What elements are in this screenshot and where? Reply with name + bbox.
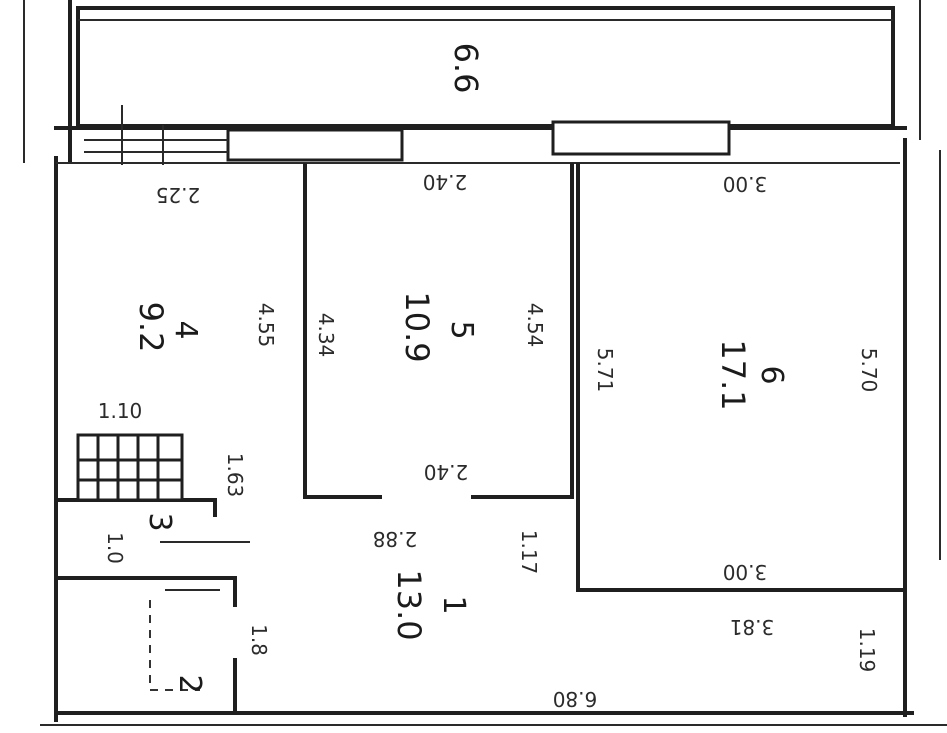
room-area: 17.1 (714, 339, 752, 410)
dimension-label: 5.71 (593, 348, 617, 393)
dimension-label: 2.40 (423, 170, 468, 194)
dimension-label: 3.00 (723, 560, 768, 584)
dimension-label: 1.19 (855, 628, 879, 673)
dimension-label: 1.63 (223, 453, 247, 498)
room-4: 4 9.2 2.25 4.55 1.10 (98, 183, 278, 423)
room-area: 10.9 (398, 291, 436, 362)
wall-room-5-left (303, 163, 382, 499)
room-area: 9.2 (132, 302, 170, 353)
dimension-label: 3.00 (723, 172, 768, 196)
balcony: 6.6 (76, 6, 895, 128)
windows (84, 105, 731, 165)
balcony-area: 6.6 (447, 43, 485, 94)
room-3: 3 1.0 (103, 512, 177, 563)
dimension-label: 1.17 (517, 530, 541, 575)
window-room-6 (551, 120, 731, 156)
dimension-label: 6.80 (553, 687, 598, 711)
room-1: 1 13.0 2.88 1.17 1.63 6.80 1.19 3.81 (223, 453, 879, 711)
dimension-label: 2.88 (373, 527, 418, 551)
wall-room-5-right (471, 163, 574, 499)
wall-room-3-top (54, 498, 217, 517)
room-number: 4 (168, 320, 203, 339)
room-2: 2 1.8 (172, 624, 271, 693)
dimension-label: 2.25 (156, 183, 201, 207)
dimension-label: 3.81 (730, 615, 775, 639)
dimension-label: 4.55 (254, 303, 278, 348)
room-number: 2 (172, 674, 207, 693)
dimension-label: 4.54 (523, 303, 547, 348)
interior-walls (54, 163, 907, 715)
outer-walls (23, 0, 947, 726)
dimension-label: 1.10 (98, 399, 143, 423)
room-number: 1 (436, 595, 471, 614)
shaft-outline (76, 433, 184, 502)
dimension-label: 2.40 (424, 460, 469, 484)
room-number: 5 (444, 320, 479, 339)
dimension-label: 4.34 (314, 313, 338, 358)
dimension-label: 1.0 (103, 532, 127, 564)
room-6: 6 17.1 3.00 5.70 5.71 3.00 (593, 172, 881, 584)
room-number: 6 (754, 365, 789, 384)
window-room-5 (226, 128, 404, 162)
room-area: 13.0 (390, 569, 428, 640)
wall-room-2-top (58, 576, 237, 607)
room-2-fixture (149, 589, 220, 691)
ventilation-shaft (76, 433, 184, 502)
wall-room-6 (576, 163, 907, 592)
dimension-label: 5.70 (857, 348, 881, 393)
fixture-outline (149, 600, 200, 691)
room-number: 3 (142, 512, 177, 531)
room-5: 5 10.9 2.40 4.54 4.34 2.40 (314, 170, 547, 484)
dimension-label: 1.8 (247, 624, 271, 656)
